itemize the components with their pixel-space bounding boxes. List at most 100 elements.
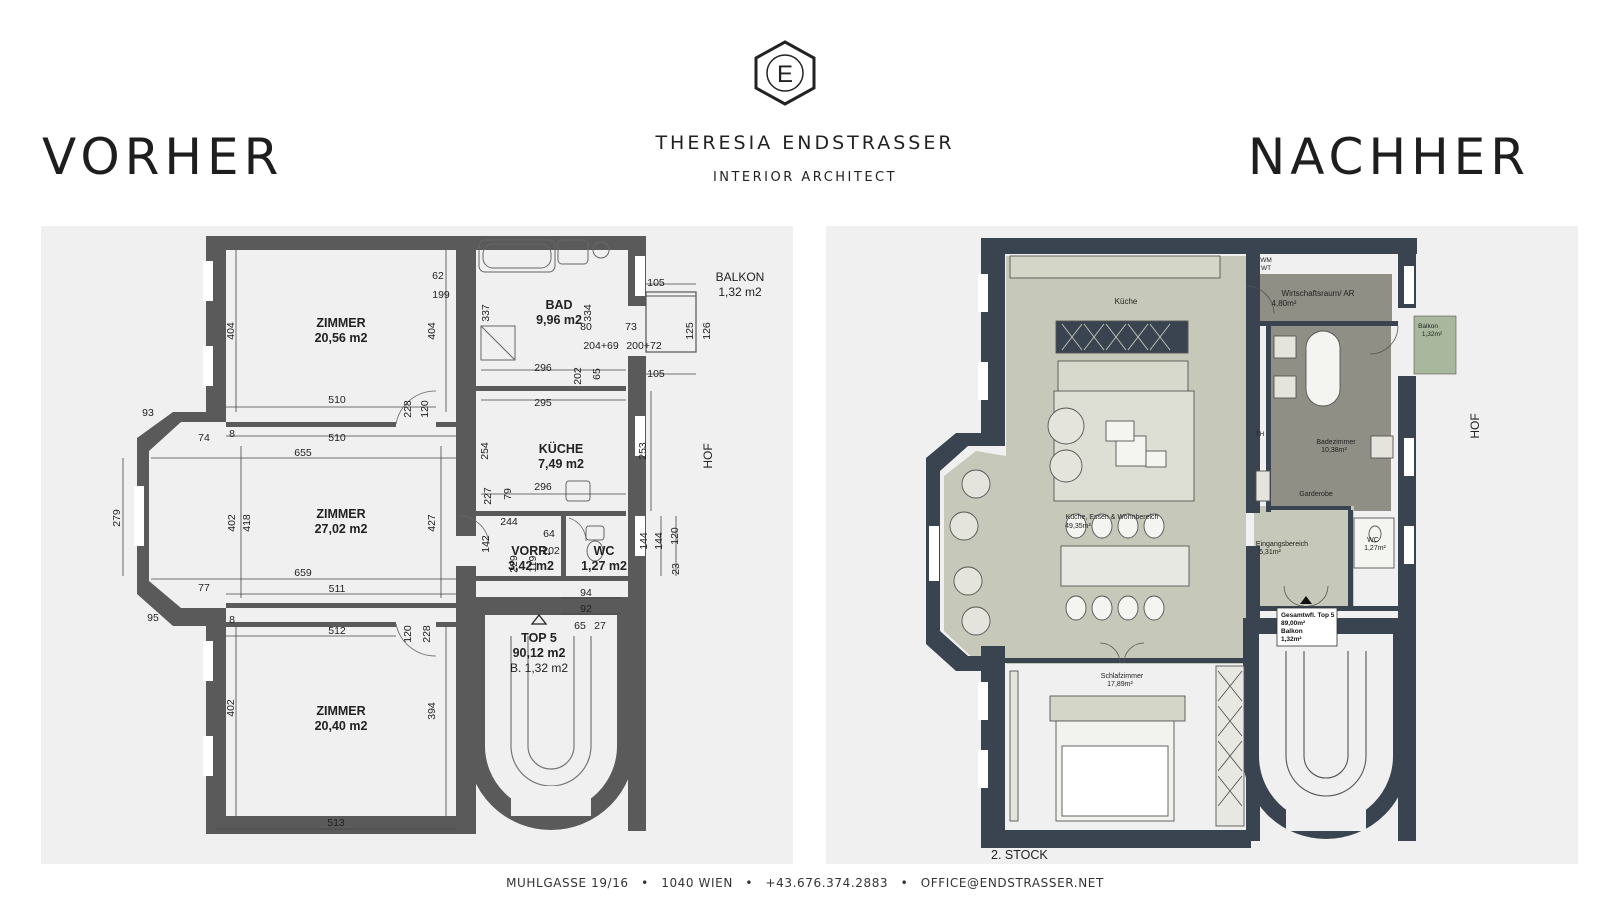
- doors-before: [395, 390, 587, 657]
- dim-296b: 296: [534, 481, 552, 493]
- before-title: VORHER: [42, 128, 284, 186]
- footer-separator: •: [641, 876, 649, 890]
- label-th: TH: [1256, 431, 1265, 438]
- room-vorr-name: VORR.: [511, 544, 551, 558]
- label-eingang-area: 5,31m²: [1259, 549, 1281, 556]
- dim-8a: 8: [229, 428, 235, 440]
- label-wc: WC: [1367, 537, 1379, 544]
- dim-228a: 228: [402, 400, 414, 418]
- label-bad-area: 10,38m²: [1321, 447, 1347, 454]
- entrance-arrow-icon: [1300, 596, 1312, 604]
- dim-142: 142: [480, 535, 492, 553]
- footer-contact: MUHLGASSE 19/16 • 1040 WIEN • +43.676.37…: [0, 876, 1610, 890]
- brand-subtitle: INTERIOR ARCHITECT: [712, 170, 898, 185]
- dim-227: 227: [482, 487, 494, 505]
- furniture-after: [949, 255, 1395, 827]
- balkon-area: 1,32 m2: [718, 285, 762, 299]
- dim-8b: 8: [229, 614, 235, 626]
- floor-bay: [944, 451, 1006, 661]
- dim-244: 244: [500, 516, 518, 528]
- dim-394: 394: [426, 702, 438, 720]
- dim-120a: 120: [419, 400, 431, 418]
- room-bad-area: 9,96 m2: [536, 313, 582, 327]
- summary-box: [1276, 607, 1338, 647]
- label-wm: WM: [1260, 257, 1272, 264]
- label-wirtschaft-area: 4,80m²: [1272, 299, 1297, 308]
- north-arrow-icon: [530, 613, 548, 625]
- footer-email[interactable]: OFFICE@ENDSTRASSER.NET: [920, 876, 1104, 890]
- dim-202a: 202: [572, 367, 584, 385]
- brand-name: THERESIA ENDSTRASSER: [655, 132, 955, 154]
- dim-418: 418: [241, 514, 253, 532]
- dim-105a: 105: [647, 277, 665, 289]
- hof-label-before: HOF: [701, 443, 715, 468]
- logo-letter: E: [777, 61, 793, 88]
- dim-62: 62: [432, 270, 444, 282]
- dim-512: 512: [328, 625, 346, 637]
- floorplan-before-drawing: ZIMMER 20,56 m2 ZIMMER 27,02 m2 ZIMMER 2…: [111, 236, 765, 834]
- floor-balcony: [1413, 315, 1457, 375]
- dim-229: 229: [508, 555, 520, 573]
- dim-92: 92: [580, 603, 592, 615]
- room-zimmer-2-area: 27,02 m2: [315, 522, 368, 536]
- footer-separator: •: [900, 876, 909, 890]
- floor-utility: [1254, 274, 1392, 322]
- balkon-name: BALKON: [716, 270, 765, 284]
- dim-79: 79: [502, 488, 514, 500]
- dim-120c: 120: [669, 527, 681, 545]
- dim-295: 295: [534, 397, 552, 409]
- dim-80: 80: [580, 321, 592, 333]
- room-zimmer-1-name: ZIMMER: [316, 316, 365, 330]
- label-wohn: Küche, Essen & Wohnbereich: [1066, 514, 1159, 521]
- dim-27: 27: [594, 620, 606, 632]
- top5-area: 90,12 m2: [513, 646, 566, 660]
- dim-125: 125: [684, 322, 696, 340]
- bath-fixtures-before: [478, 239, 610, 562]
- dim-404a: 404: [225, 322, 237, 340]
- dim-427: 427: [426, 514, 438, 532]
- dim-74: 74: [198, 432, 210, 444]
- dim-402a: 402: [226, 514, 238, 532]
- dim-659: 659: [294, 567, 312, 579]
- label-kueche: Küche: [1115, 297, 1138, 306]
- brand-logo: E: [754, 40, 816, 106]
- dim-337: 337: [480, 304, 492, 322]
- dim-77: 77: [198, 582, 210, 594]
- footer-city: 1040 WIEN: [661, 876, 733, 890]
- dim-279: 279: [111, 509, 123, 527]
- room-zimmer-3-area: 20,40 m2: [315, 719, 368, 733]
- dim-334: 334: [582, 304, 594, 322]
- dim-655: 655: [294, 447, 312, 459]
- dim-144a: 144: [638, 532, 650, 550]
- dim-64: 64: [543, 528, 555, 540]
- hof-label-after: HOF: [1468, 413, 1482, 438]
- floorplan-after: Küche Wirtschaftsraum/ AR 4,80m² WM WT B…: [826, 226, 1578, 864]
- footer-phone[interactable]: +43.676.374.2883: [765, 876, 889, 890]
- dim-95: 95: [147, 612, 159, 624]
- dim-120b: 120: [402, 625, 414, 643]
- floor-level-label: 2. STOCK: [991, 848, 1048, 862]
- label-eingang: Eingangsbereich: [1256, 541, 1308, 548]
- top5-name: TOP 5: [521, 631, 557, 645]
- doors-after: [1099, 285, 1399, 664]
- walls-before: [134, 236, 646, 834]
- dim-105b: 105: [647, 368, 665, 380]
- summary-line3: Balkon: [1281, 628, 1303, 635]
- dim-144b: 144: [653, 532, 665, 550]
- dim-204-69: 204+69: [583, 340, 618, 352]
- summary-line2: 89,00m²: [1281, 620, 1306, 627]
- dim-404b: 404: [426, 322, 438, 340]
- room-zimmer-2-name: ZIMMER: [316, 507, 365, 521]
- dim-65: 65: [591, 368, 603, 380]
- label-balkon: Balkon: [1418, 323, 1438, 330]
- room-vorr-area: 3,42 m2: [508, 559, 554, 573]
- dim-296a: 296: [534, 362, 552, 374]
- balcony-before: [645, 291, 697, 353]
- dim-126: 126: [701, 322, 713, 340]
- dim-94: 94: [580, 587, 592, 599]
- dim-511: 511: [329, 583, 346, 595]
- label-wt: WT: [1261, 265, 1271, 272]
- top5-balkon: B. 1,32 m2: [510, 661, 568, 675]
- label-bad: Badezimmer: [1316, 439, 1356, 446]
- dimension-lines-before: [122, 250, 696, 830]
